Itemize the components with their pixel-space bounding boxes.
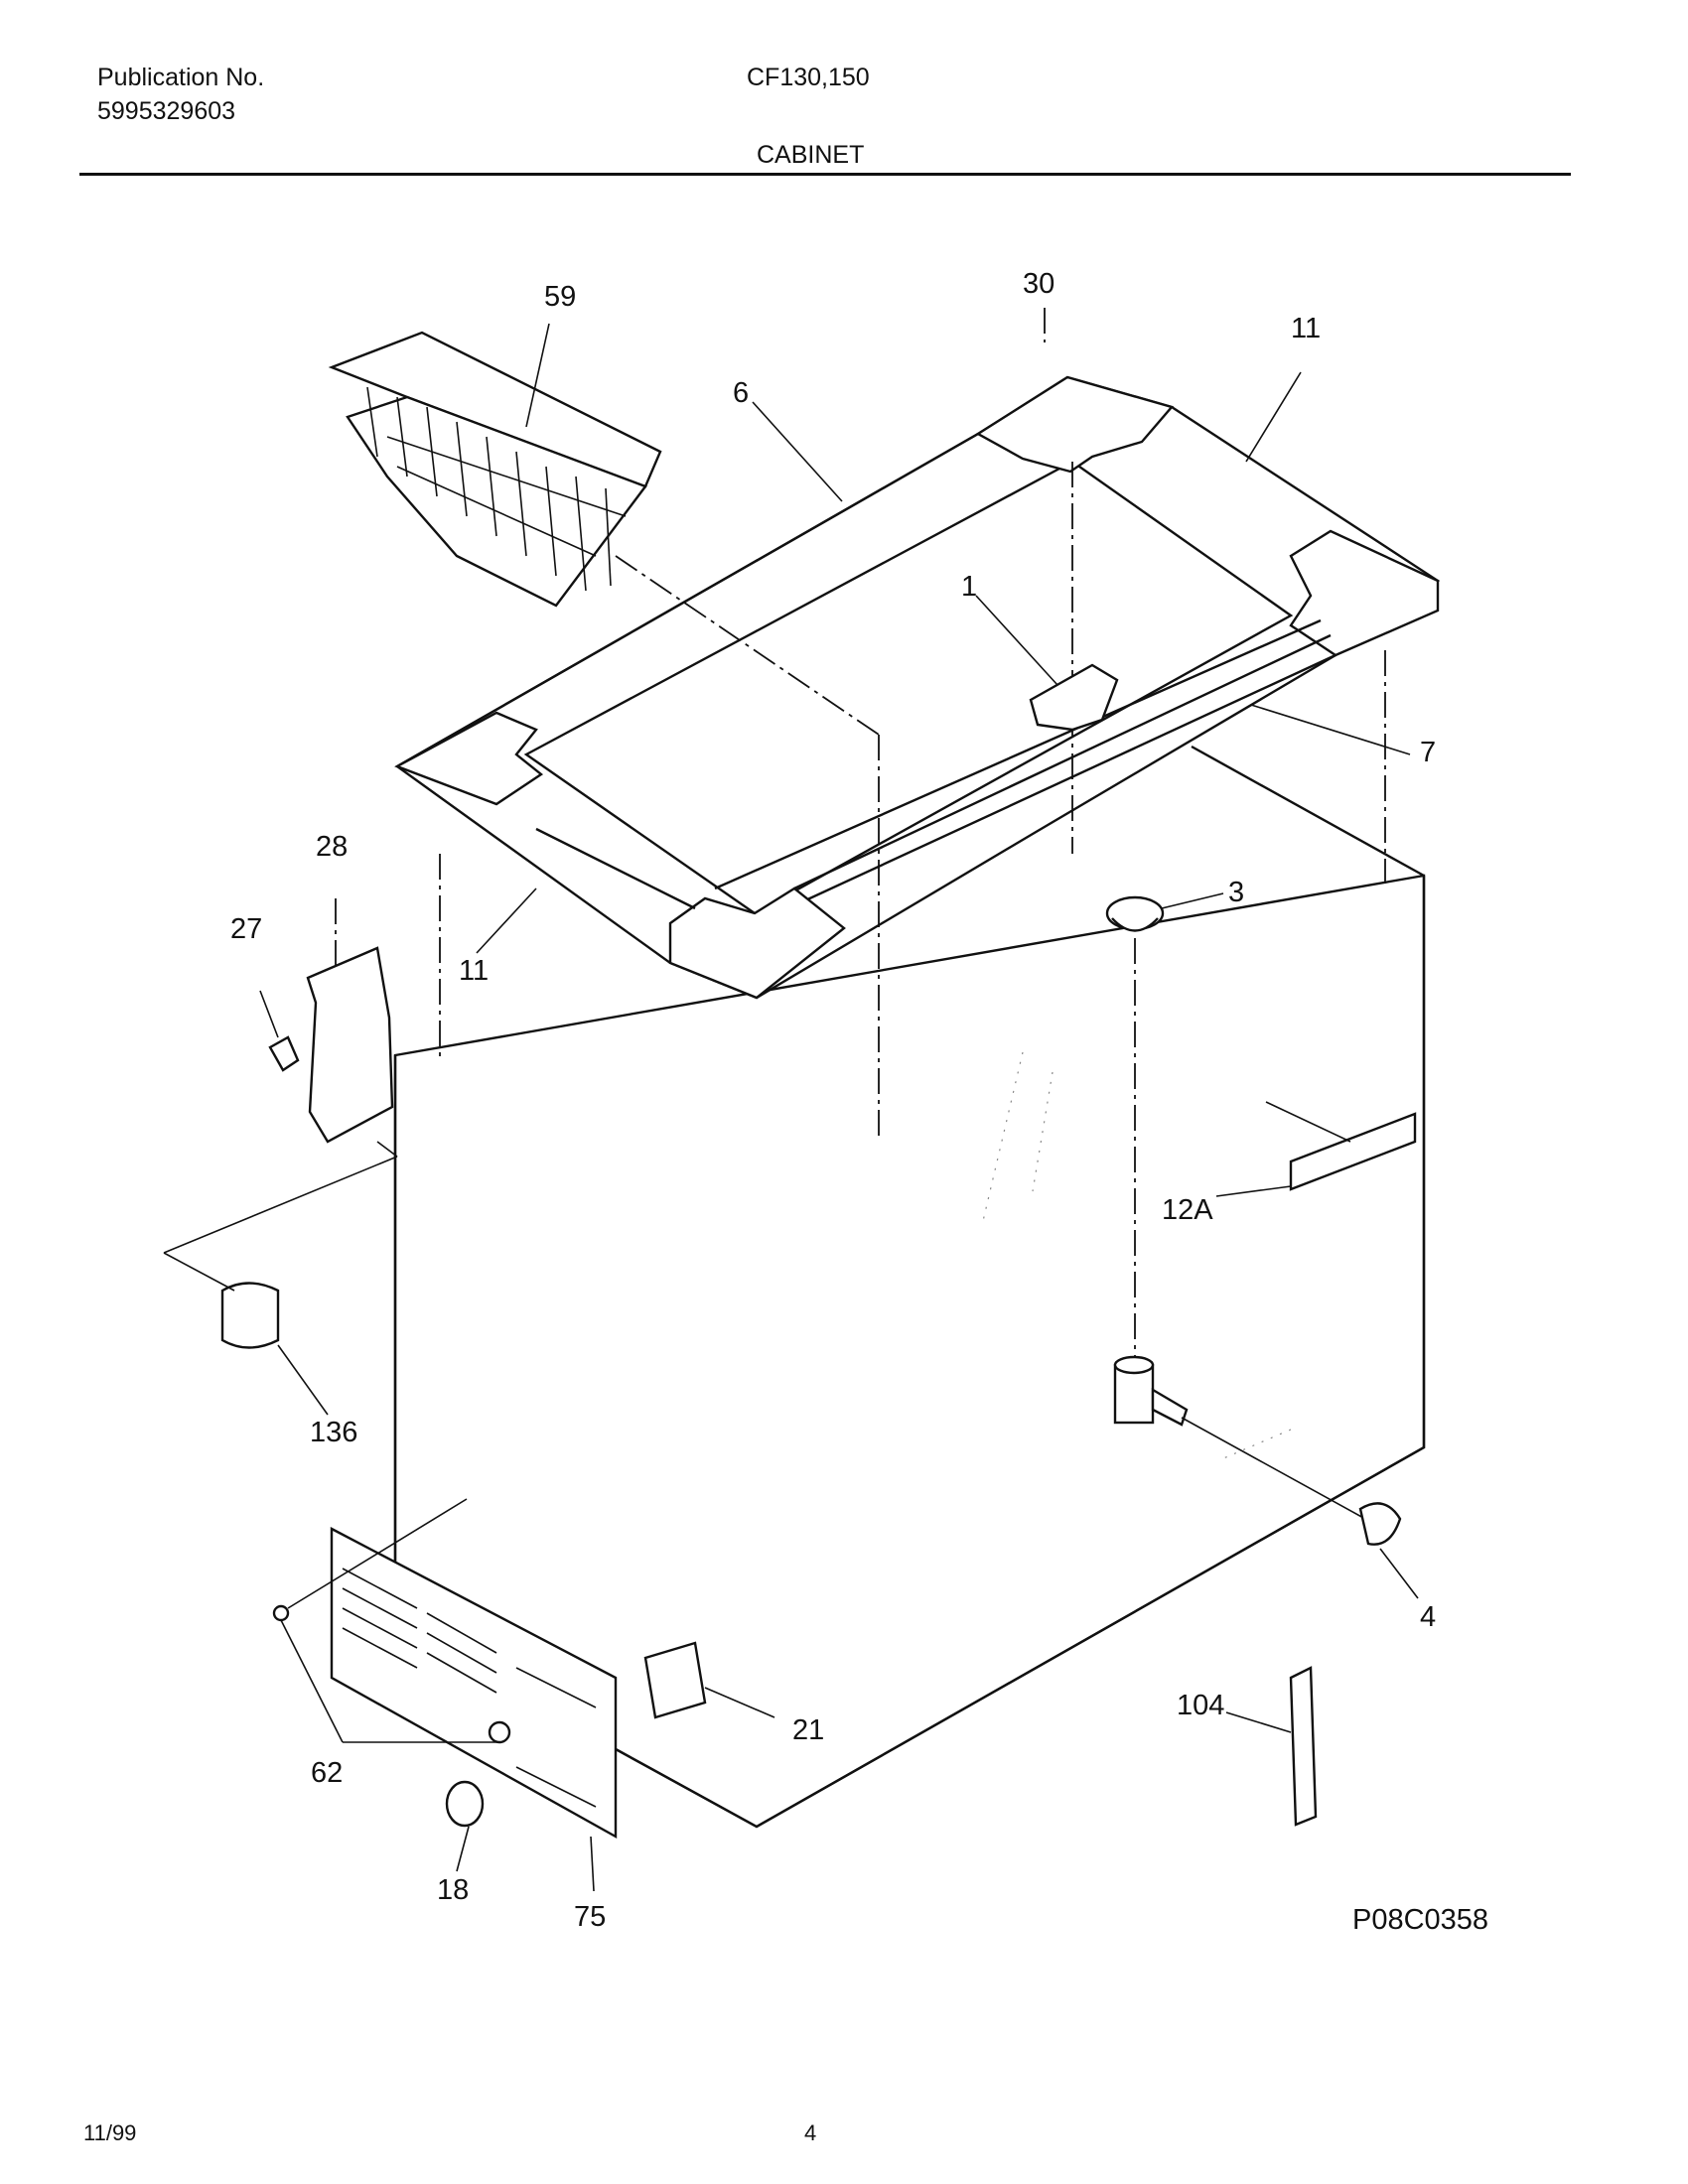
callout-11-top: 11 bbox=[1291, 313, 1321, 344]
callout-1: 1 bbox=[961, 571, 977, 603]
callout-136: 136 bbox=[310, 1417, 357, 1448]
drawing-code: P08C0358 bbox=[1352, 1904, 1488, 1936]
callout-11-left: 11 bbox=[459, 955, 489, 987]
publication-label: Publication No. bbox=[97, 64, 265, 91]
callout-21: 21 bbox=[792, 1714, 824, 1746]
drain-fitting bbox=[1113, 1355, 1419, 1599]
callout-62: 62 bbox=[311, 1757, 343, 1789]
section-title: CABINET bbox=[757, 141, 865, 169]
part-12a-label bbox=[1215, 1101, 1417, 1197]
callout-3: 3 bbox=[1228, 877, 1244, 908]
callout-6: 6 bbox=[733, 377, 749, 409]
callout-30: 30 bbox=[1023, 268, 1055, 300]
cabinet-body bbox=[393, 745, 1426, 1829]
model-number: CF130,150 bbox=[747, 64, 870, 91]
publication-date: 11/99 bbox=[83, 2120, 137, 2145]
part-3-plug bbox=[1105, 892, 1224, 1360]
part-4-plug bbox=[1358, 1502, 1402, 1546]
callout-12a: 12A bbox=[1162, 1194, 1213, 1226]
part-21-control bbox=[643, 1641, 775, 1719]
part-18-knob bbox=[445, 1780, 485, 1872]
screws-62 bbox=[272, 1498, 511, 1744]
part-1-bracket bbox=[1029, 663, 1119, 732]
callout-28: 28 bbox=[316, 831, 348, 863]
part-136-cap bbox=[163, 1156, 398, 1416]
part-75-grille bbox=[330, 1527, 618, 1892]
page-number: 4 bbox=[804, 2120, 817, 2145]
callout-18: 18 bbox=[437, 1874, 469, 1906]
callout-104: 104 bbox=[1177, 1690, 1224, 1721]
callout-27: 27 bbox=[230, 913, 262, 945]
callout-7: 7 bbox=[1420, 737, 1436, 768]
callout-75: 75 bbox=[574, 1901, 606, 1933]
screw-27 bbox=[268, 1035, 300, 1072]
callout-4: 4 bbox=[1420, 1601, 1436, 1633]
publication-number: 5995329603 bbox=[97, 97, 236, 125]
gasket-frame bbox=[394, 375, 1441, 1057]
callout-59: 59 bbox=[544, 281, 576, 313]
part-104-thermometer bbox=[1225, 1666, 1318, 1827]
hinge-bracket bbox=[306, 946, 394, 1144]
header-rule bbox=[79, 173, 1571, 176]
wire-basket bbox=[328, 331, 880, 1137]
